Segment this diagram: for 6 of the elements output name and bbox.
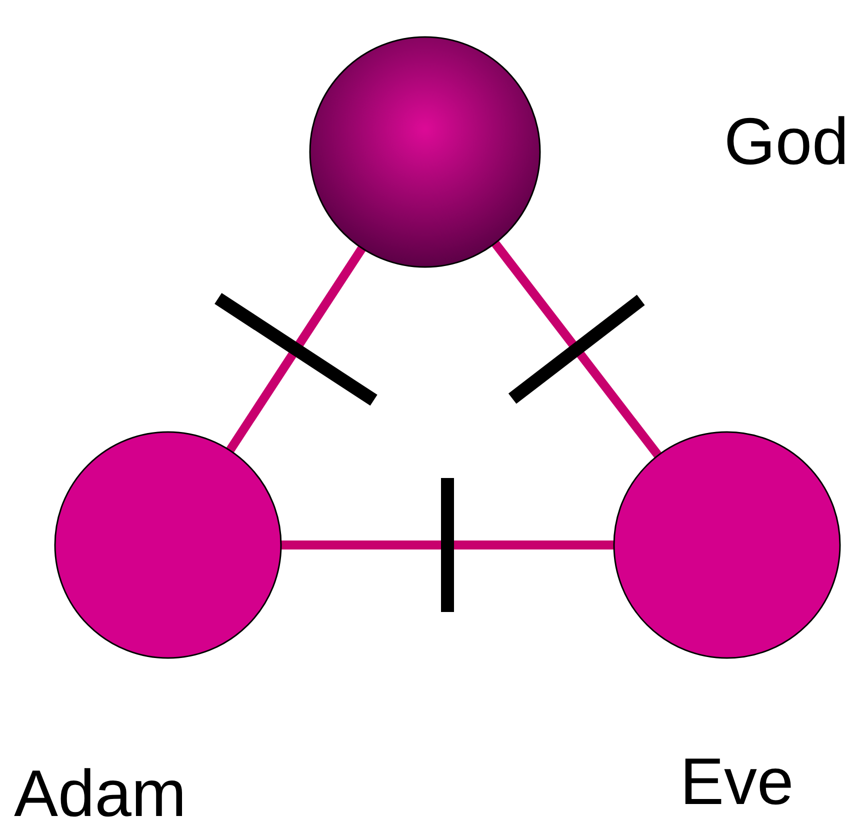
connector-line xyxy=(281,540,614,550)
node-label: Adam xyxy=(14,760,186,822)
connector-line xyxy=(226,246,366,453)
node-label: Eve xyxy=(680,748,794,814)
connector-line xyxy=(492,240,662,458)
node-label: God xyxy=(724,108,849,174)
